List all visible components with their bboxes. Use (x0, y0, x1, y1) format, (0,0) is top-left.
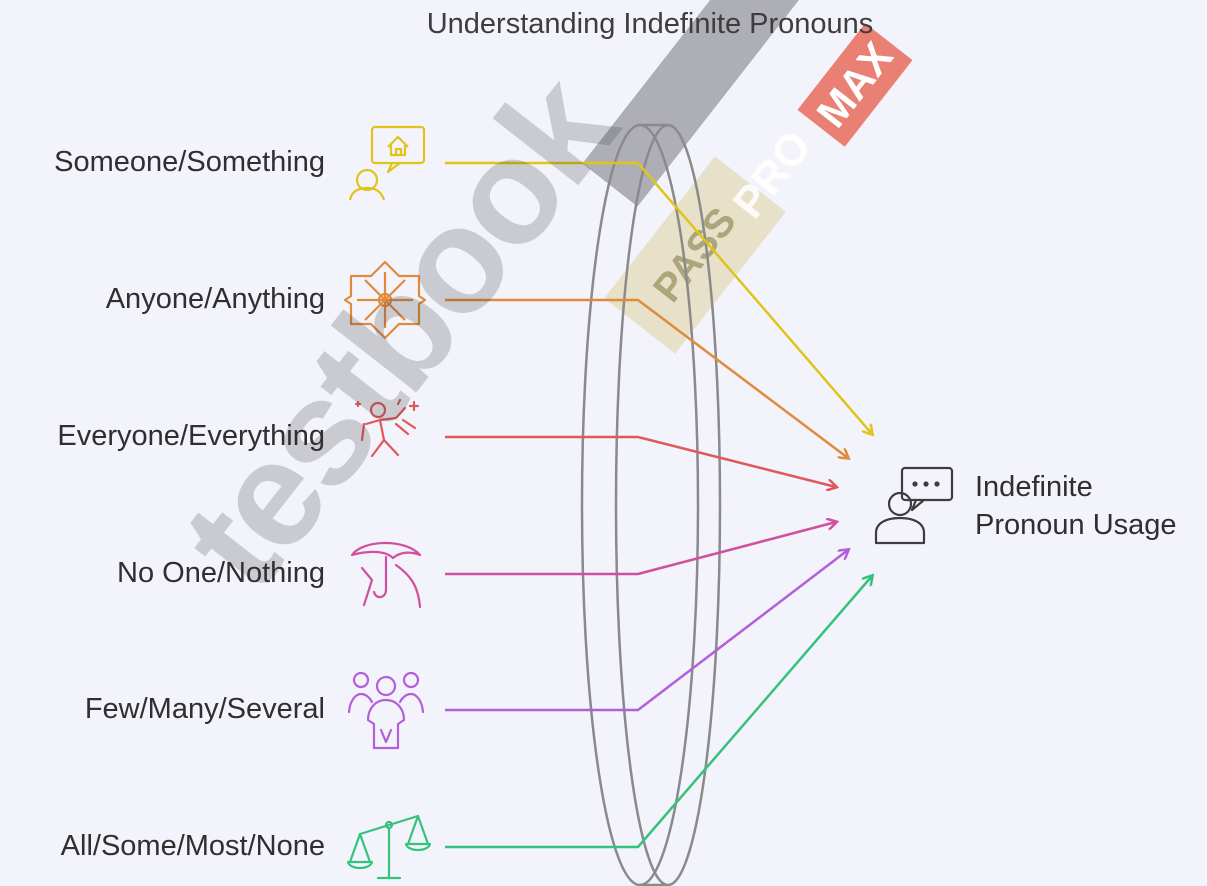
target-label-line2: Pronoun Usage (975, 509, 1177, 541)
star-ornament-icon (343, 260, 427, 340)
label-everyone: Everyone/Everything (57, 420, 325, 452)
arrow-few (445, 550, 848, 712)
label-anyone: Anyone/Anything (105, 283, 325, 315)
diagram-title: Understanding Indefinite Pronouns (426, 8, 874, 40)
label-all: All/Some/Most/None (60, 830, 325, 862)
celebrating-person-icon (354, 398, 420, 458)
target-label: Indefinite Pronoun Usage (975, 468, 1177, 544)
person-house-icon (348, 125, 426, 201)
label-someone: Someone/Something (54, 146, 325, 178)
arrow-noone (445, 522, 836, 576)
lens-shape (580, 123, 722, 886)
person-speech-icon (874, 466, 954, 545)
label-few: Few/Many/Several (84, 693, 325, 725)
balance-scale-icon (346, 814, 432, 880)
umbrella-icon (350, 541, 422, 609)
label-noone: No One/Nothing (117, 557, 325, 589)
arrow-anyone (445, 298, 848, 458)
target-label-line1: Indefinite (975, 471, 1093, 503)
arrow-everyone (445, 435, 836, 487)
arrow-someone (445, 161, 872, 434)
group-people-icon (347, 671, 425, 750)
arrow-all (445, 576, 872, 849)
